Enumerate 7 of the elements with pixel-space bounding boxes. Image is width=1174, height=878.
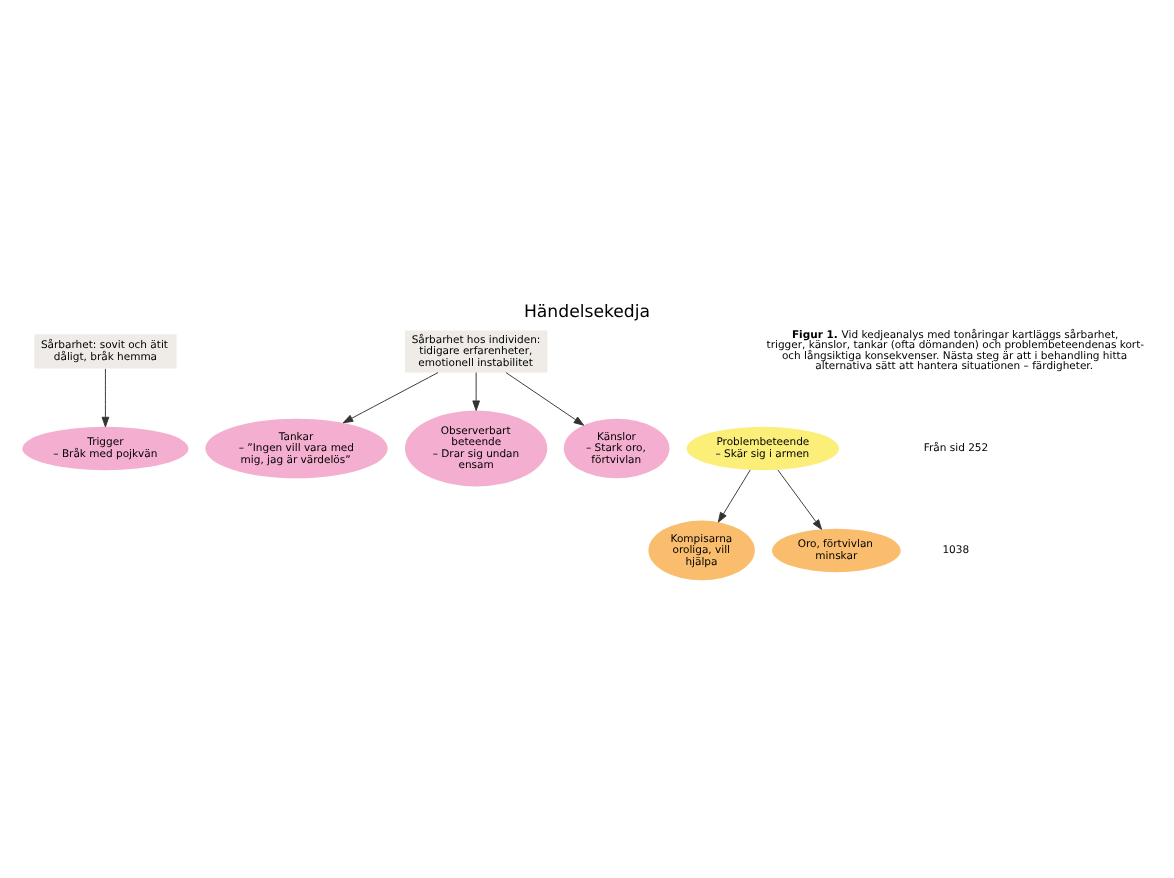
arrow (342, 371, 439, 423)
arrow (505, 371, 585, 425)
arrow (777, 468, 823, 529)
diagram-title: Händelsekedja (523, 302, 651, 323)
arrow (472, 371, 480, 410)
arrow (717, 468, 751, 522)
arrow (101, 367, 110, 427)
